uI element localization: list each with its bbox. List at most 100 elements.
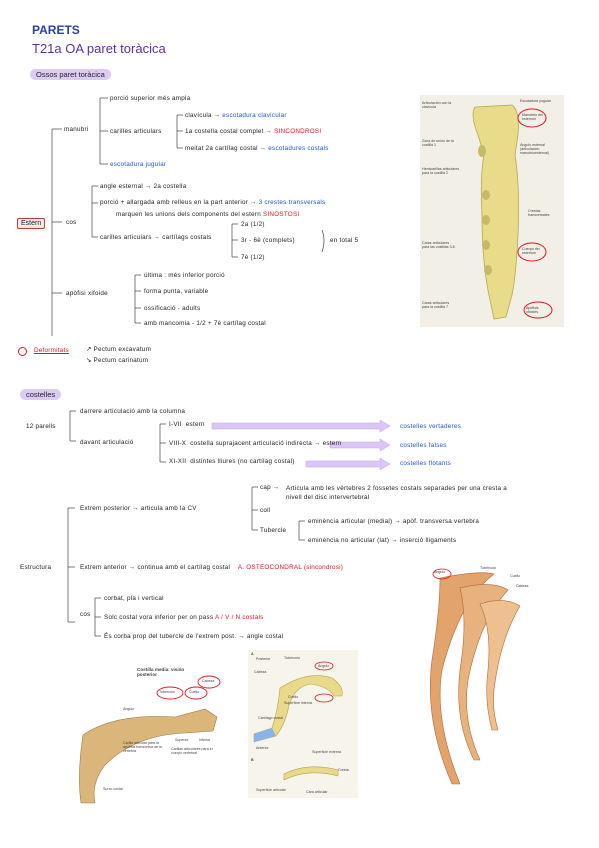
ribmid-cresta: Cresta	[338, 768, 349, 772]
xifoide-a: última : més inferior porció	[144, 272, 225, 279]
row1: I-VII estern	[169, 421, 205, 428]
sternum-r2: Manubrio del esternón	[522, 113, 543, 121]
cap-detail: Articula amb les vèrtebres 2 fossetes co…	[286, 485, 508, 501]
ribmid-suparticular: Superficie articular	[256, 788, 286, 792]
manubri-a: porció superior més ampla	[110, 95, 191, 102]
sternum-l4: Caras articulares para las costillas 3-6	[422, 241, 455, 249]
xifoide-b: forma punta, variable	[144, 288, 209, 295]
rib-mid-illustration	[253, 661, 343, 781]
cos-c1: 2a (1/2)	[241, 221, 265, 228]
ribr-cabeza: Cabeza	[516, 584, 529, 588]
ribmid-cuello: Cuello	[288, 695, 299, 699]
page-title: PARETS	[32, 23, 80, 37]
cos-a: angle esternal → 2a costella	[100, 183, 187, 190]
cos-c2: 3r - 6è (complets)	[241, 237, 295, 244]
tuberc-2: eminència no articular (lat) → inserció …	[308, 537, 457, 544]
ribs-right-illustration	[429, 568, 521, 785]
manubri-label: manubri	[64, 126, 89, 133]
section-ossos: Ossos paret toràcica	[30, 69, 111, 80]
ribpost-cabeza: Cabeza	[202, 679, 215, 683]
ribmid-cabeza: Cabeza	[254, 670, 267, 674]
section-deformitats: Deformitats	[34, 347, 69, 354]
costelles-root: 12 parells	[26, 423, 56, 430]
sternum-illustration	[472, 104, 553, 320]
ribpost-cuello: Cuello	[189, 690, 200, 694]
deform-b: ↘ Pectum carinatum	[86, 357, 149, 364]
ribr-angulo: Ángulo	[434, 570, 446, 574]
cos-c: carilles articulars → cartílags costals	[100, 234, 212, 241]
ribs-right-figure: Ángulo Tubérculo Cuello Cabeza	[420, 560, 540, 785]
xifoide-label: apòfisi xifoide	[66, 290, 108, 297]
ribmid-anterior: Anterior	[256, 746, 269, 750]
ribmid-posterior: Posterior	[256, 657, 271, 661]
tuberc-label: Tubercle	[260, 527, 287, 534]
sternum-r4: Crestas transversales	[528, 209, 550, 217]
row3: XI-XII distintes lliures (no cartílag co…	[169, 458, 295, 465]
arrow-flotants	[305, 457, 391, 471]
ribpost-carilla: Carilla articular para la apófisis trans…	[123, 741, 162, 753]
costelles-darrere: darrere articulació amb la columna	[80, 408, 186, 415]
sternum-l5: Caras articulares para la costilla 7	[422, 301, 450, 309]
ribmid-b: B	[251, 758, 254, 762]
sternum-figure: Articulación con la clavícula Zona de un…	[420, 95, 564, 327]
estructura-root: Estructura	[20, 564, 52, 571]
post-label: Extrem posterior → articula amb la CV	[80, 505, 197, 512]
arrow-vertaderes	[211, 419, 391, 433]
cos-estr-label: cos	[80, 611, 91, 618]
coll-label: coll	[260, 507, 271, 514]
carilla-meitat: meitat 2a cartílag costal → escotadures …	[185, 145, 329, 152]
row1-result: costelles vertaderes	[400, 423, 461, 430]
page-subtitle: T21a OA paret toràcica	[32, 41, 166, 56]
sternum-l1: Articulación con la clavícula	[422, 101, 452, 109]
cap-text: cap →	[260, 484, 280, 491]
ribmid-angulo: Ángulo	[318, 664, 330, 668]
ribpost-angulo: Ángulo	[123, 707, 135, 711]
sternum-r3: Ángulo esternal (articulación manubrioes…	[520, 143, 549, 155]
ribmid-a: A	[251, 652, 254, 656]
section-costelles: costelles	[20, 389, 62, 400]
ribr-tuberculo: Tubérculo	[480, 566, 496, 570]
cos-estr-2: Solc costal vora inferior per on pass A …	[104, 614, 264, 621]
ribpost-surco: Surco costal	[103, 787, 123, 791]
manubri-c: escotadura jugular	[110, 161, 167, 168]
ribmid-supext: Superficie externa	[312, 750, 341, 754]
deform-icon	[18, 347, 27, 356]
cos-estr-1: corbat, pla i vertical	[104, 595, 164, 602]
sternum-r5: Cuerpo del esternón	[522, 247, 540, 255]
costelles-davant: davant articulació	[80, 439, 134, 446]
xifoide-c: ossificació - adults	[144, 305, 201, 312]
cos-total: en total 5	[330, 237, 359, 244]
row2-result: costelles falses	[400, 442, 447, 449]
ant-label: Extrem anterior → continua amb el cartíl…	[80, 564, 344, 571]
ribmid-cartilago: Cartílago costal	[258, 716, 283, 720]
cos-b: porció + allargada amb relleus en la par…	[100, 199, 326, 206]
sternum-r6: Apófisis xifoides	[526, 306, 539, 314]
deform-a: ↗ Pectum excavatum	[86, 346, 152, 353]
ribpost-carillas: Carillas articulares para el cuerpo vert…	[171, 747, 213, 755]
ribpost-inferior: Inferior	[199, 738, 211, 742]
cos-c3: 7è (1/2)	[241, 254, 265, 261]
cos-label: cos	[66, 219, 77, 226]
tuberc-1: eminència articular (medial) → apòf. tra…	[308, 518, 480, 525]
sternum-l2: Zona de unión de la costilla 1	[422, 139, 454, 147]
rib-posterior-figure: Costilla media: visión posterior Cabeza …	[75, 665, 235, 805]
arrow-falses	[329, 438, 391, 452]
ribmid-tuberculo: Tubérculo	[284, 656, 300, 660]
ribpost-superior: Superior	[175, 738, 189, 742]
row3-result: costelles flotants	[400, 460, 452, 467]
sternum-l3: Hemicarillas articulares para la costill…	[422, 167, 460, 175]
cos-b2: marquen les unions dels components del e…	[116, 211, 300, 218]
ribpost-title: Costilla media: visión posterior	[137, 667, 185, 677]
ribmid-supint: Superficie interna	[284, 701, 312, 705]
rib-posterior-illustration	[79, 675, 221, 804]
carilla-costella1: 1a costella costal complet → SINCONDROSI	[185, 128, 322, 135]
sternum-r1: Escotadura yugular	[520, 99, 551, 103]
ribmid-caraart: Cara articular	[306, 790, 328, 794]
ribpost-tuberculo: Tubérculo	[159, 690, 175, 694]
estern-root: Estern	[17, 218, 46, 229]
manubri-b: carilles articulars	[110, 128, 162, 135]
ribr-cuello: Cuello	[510, 574, 521, 578]
cos-estr-3: És corba prop del tubercle de l'extrem p…	[104, 633, 284, 640]
